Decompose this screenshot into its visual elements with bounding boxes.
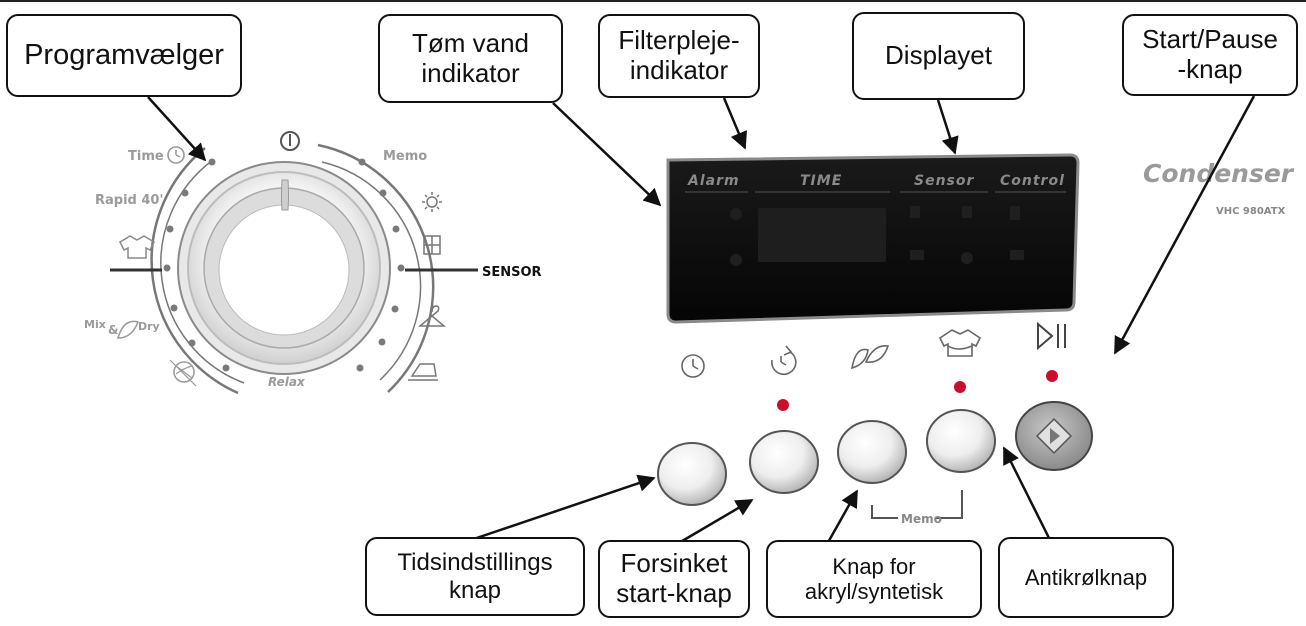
synthetic-button[interactable] (837, 420, 907, 484)
delay-start-button[interactable] (749, 430, 819, 494)
dial-label-rapid: Rapid 40' (95, 193, 163, 208)
anticrease-button[interactable] (926, 409, 996, 473)
display-label-sensor: Sensor (914, 173, 974, 189)
callout-arrows (147, 95, 1256, 549)
time-digits-area (758, 208, 886, 262)
clock-icon (167, 146, 185, 164)
callout-filterpleje: Filterpleje- indikator (598, 14, 760, 98)
shirt-icon (119, 235, 155, 259)
timer-icon (681, 354, 705, 378)
callout-toem-vand: Tøm vand indikator (378, 14, 563, 103)
dial-label-relax: Relax (268, 375, 306, 389)
cupboard-icon (423, 235, 441, 255)
display-label-control: Control (1000, 173, 1065, 189)
leaf-icon (116, 320, 139, 339)
dial-label-sensor: SENSOR (482, 265, 542, 280)
callout-programvaelger: Programvælger (6, 14, 242, 97)
dial-label-time: Time (128, 149, 164, 164)
led-start-pause (1046, 370, 1058, 382)
brand-name: Condenser (1143, 159, 1295, 188)
display-panel: Alarm TIME Sensor Control (666, 153, 1080, 324)
sun-icon (422, 192, 442, 212)
start-pause-icon (1037, 321, 1066, 351)
program-dial[interactable] (110, 131, 478, 395)
start-pause-button[interactable] (1015, 401, 1093, 471)
time-setting-button[interactable] (657, 442, 727, 506)
iron-icon (408, 363, 438, 381)
callout-antikroel: Antikrølknap (998, 537, 1174, 618)
memo-button-label: Memo (901, 512, 942, 526)
top-border (0, 0, 1306, 2)
anticrease-icon (938, 329, 982, 357)
dial-label-memo: Memo (383, 149, 427, 164)
callout-displayet: Displayet (852, 12, 1025, 100)
callout-akryl: Knap for akryl/syntetisk (766, 540, 982, 618)
dial-label-dry: Dry (138, 320, 160, 333)
callout-forsinket: Forsinket start-knap (598, 540, 750, 618)
callout-start-pause: Start/Pause -knap (1122, 14, 1298, 96)
memo-bracket (871, 490, 963, 519)
led-delay-start (777, 399, 789, 411)
display-label-time: TIME (800, 173, 842, 189)
hanger-icon (417, 305, 447, 327)
callout-tidsindstilling: Tidsindstillings knap (365, 537, 585, 616)
model-number: VHC 980ATX (1216, 206, 1286, 217)
led-anticrease (954, 381, 966, 393)
dial-label-mix: Mix (84, 318, 106, 331)
display-label-alarm: Alarm (687, 173, 740, 189)
dial-position-dots (163, 158, 405, 372)
power-icon (280, 131, 300, 151)
delay-start-icon (770, 345, 797, 376)
wool-icon (169, 359, 197, 387)
mix-amp: & (108, 323, 118, 337)
synthetic-icon (850, 345, 890, 370)
